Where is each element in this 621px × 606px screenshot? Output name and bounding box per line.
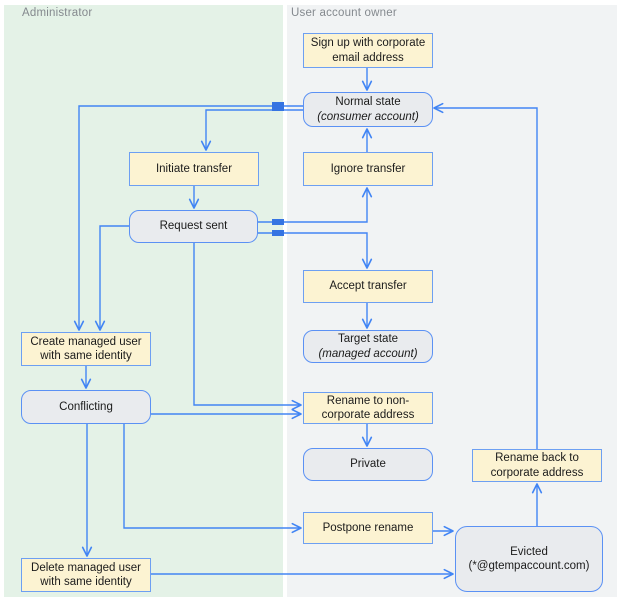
node-label: with same identity (40, 576, 132, 588)
node-delete-managed-user: Delete managed user with same identity (21, 558, 151, 592)
node-label: corporate address (321, 409, 415, 421)
edge-request-sent-to-create-managed-user (94, 225, 129, 331)
edge-conflicting-to-postpone-rename (123, 424, 302, 534)
node-request-sent: Request sent (129, 210, 258, 243)
pane-label-administrator: Administrator (22, 7, 93, 19)
edge-rename-back-corporate-to-normal-state (433, 102, 538, 449)
edge-junction-marker (272, 230, 284, 236)
node-label: Delete managed user (31, 561, 141, 574)
pane-administrator (4, 5, 283, 597)
node-rename-to-non-corporate: Rename to non-corporate address (303, 392, 433, 424)
node-create-managed-user: Create managed user with same identity (21, 332, 151, 366)
edge-normal-state-to-create-managed-user (73, 105, 303, 331)
edge-request-sent-to-accept-transfer (258, 232, 373, 269)
node-label: Target state (337, 333, 399, 346)
node-label: Postpone rename (322, 521, 414, 534)
node-label: email address (332, 51, 404, 64)
node-accept-transfer: Accept transfer (303, 270, 433, 303)
edge-request-sent-to-ignore-transfer (258, 187, 373, 223)
edge-junction-marker (272, 102, 284, 111)
node-normal-state: Normal state(consumer account) (303, 92, 433, 127)
node-label: (consumer account) (317, 110, 419, 123)
node-conflicting: Conflicting (21, 390, 151, 424)
node-ignore-transfer: Ignore transfer (303, 152, 433, 186)
node-label: (*@gtempaccount.com) (468, 560, 590, 572)
node-private: Private (303, 448, 433, 481)
node-label: (managed account) (318, 347, 418, 360)
edge-junction-marker (272, 219, 284, 225)
node-label: Conflicting (59, 400, 113, 413)
node-evicted: Evicted (*@gtempaccount.com) (455, 526, 603, 592)
node-label: Accept transfer (329, 280, 407, 293)
node-label: Private (350, 458, 386, 471)
edge-request-sent-to-rename-to-non-corporate (193, 243, 302, 411)
node-label: Sign up with corporate (310, 37, 426, 50)
node-label: Ignore transfer (330, 162, 406, 175)
node-label: Evicted (510, 545, 548, 558)
node-target-state: Target state(managed account) (303, 330, 433, 363)
node-label: Rename to non- (326, 394, 410, 407)
node-initiate-transfer: Initiate transfer (129, 152, 259, 186)
node-label: Rename back to (495, 452, 579, 465)
node-label: Request sent (159, 220, 228, 233)
node-label: Create managed user (30, 335, 142, 348)
node-label: Normal state (335, 96, 401, 109)
node-label: Initiate transfer (155, 162, 233, 175)
edge-normal-state-to-initiate-transfer (200, 109, 303, 151)
node-label: corporate address (490, 466, 584, 479)
pane-label-user-account-owner: User account owner (291, 7, 397, 19)
node-postpone-rename: Postpone rename (303, 512, 433, 544)
node-label: with same identity (40, 350, 132, 362)
